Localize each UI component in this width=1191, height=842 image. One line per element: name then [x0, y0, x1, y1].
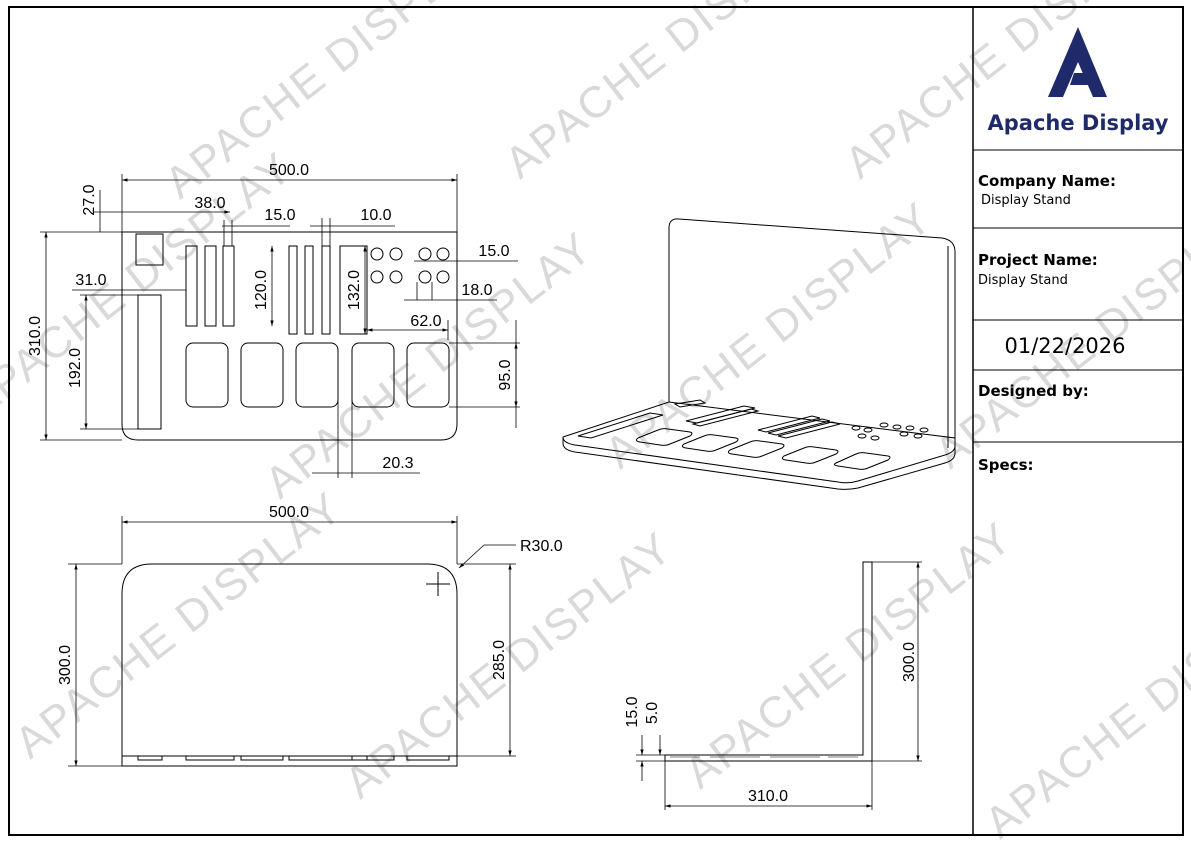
sheet-border	[8, 6, 1184, 836]
specs-label: Specs:	[978, 456, 1034, 474]
front-view-dimensions	[68, 516, 516, 767]
dim-18: 18.0	[461, 282, 492, 299]
iso-cutouts	[577, 399, 929, 470]
dim-15b: 15.0	[478, 243, 509, 260]
dim-120: 120.0	[253, 270, 270, 310]
centre-mark-icon	[426, 572, 450, 596]
dim-20-3: 20.3	[382, 455, 413, 472]
pockets	[185, 342, 450, 408]
dim-192: 192.0	[67, 348, 84, 388]
front-view-outline	[121, 563, 458, 767]
dim-side-depth: 310.0	[748, 788, 788, 805]
brand-name: Apache Display	[988, 111, 1169, 135]
watermark: APACHE DISPLAY	[836, 0, 1182, 188]
iso-base-edge	[562, 436, 956, 484]
company-name-value: Display Stand	[981, 193, 1071, 208]
logo-accent-icon	[1070, 73, 1100, 85]
isometric-view	[562, 218, 956, 490]
project-name-value: Display Stand	[978, 273, 1068, 288]
watermark: APACHE DISPLAY	[596, 193, 942, 478]
dim-10: 10.0	[360, 207, 391, 224]
watermark: APACHE DISPLAY	[256, 223, 602, 508]
long-slot	[137, 294, 162, 430]
top-view	[40, 174, 520, 478]
dim-top-height: 310.0	[27, 316, 44, 356]
watermark: APACHE DISPLAY	[976, 563, 1191, 842]
dim-side-15: 15.0	[624, 696, 641, 727]
dim-95: 95.0	[497, 359, 514, 390]
front-view-dim-labels: 500.0 300.0 285.0 R30.0	[57, 504, 563, 685]
side-view-dimensions	[636, 561, 922, 810]
dim-side-height: 300.0	[901, 642, 918, 682]
iso-base-plate	[562, 401, 956, 490]
dim-front-height: 300.0	[57, 645, 74, 685]
dim-285: 285.0	[491, 640, 508, 680]
designed-by-label: Designed by:	[978, 382, 1089, 400]
side-view	[636, 561, 922, 810]
dim-15: 15.0	[264, 207, 295, 224]
dim-31: 31.0	[75, 272, 106, 289]
dim-27: 27.0	[81, 184, 98, 215]
top-view-dimensions	[40, 174, 520, 478]
project-name-label: Project Name:	[978, 251, 1098, 269]
dim-radius: R30.0	[520, 538, 563, 555]
pen-slots-left	[185, 245, 235, 327]
side-view-dim-labels: 300.0 15.0 5.0 310.0	[624, 642, 918, 805]
title-block: Apache Display Company Name: Display Sta…	[973, 27, 1183, 474]
company-name-label: Company Name:	[978, 172, 1116, 190]
top-view-dim-labels: 500.0 310.0 27.0 38.0 15.0 10.0 15.0 31.…	[27, 162, 514, 472]
dim-38: 38.0	[194, 195, 225, 212]
card-slot	[135, 233, 164, 266]
dim-front-width: 500.0	[269, 504, 309, 521]
drawing-date: 01/22/2026	[1004, 334, 1125, 358]
dim-top-width: 500.0	[269, 162, 309, 179]
base-slot-marks	[137, 755, 450, 761]
watermark: APACHE DISPLAY	[6, 483, 352, 768]
apache-logo: Apache Display	[988, 27, 1169, 135]
watermark: APACHE DISPLAY	[156, 0, 502, 208]
dim-side-5: 5.0	[644, 702, 661, 724]
watermark: APACHE DISPLAY	[496, 0, 842, 188]
dim-62: 62.0	[410, 313, 441, 330]
pen-slots-right	[288, 245, 368, 335]
iso-backplate	[668, 218, 956, 448]
holes	[370, 247, 450, 284]
top-view-outline	[121, 231, 458, 441]
watermark: APACHE DISPLAY	[336, 523, 682, 808]
front-view	[68, 516, 516, 767]
dim-132: 132.0	[346, 270, 363, 310]
